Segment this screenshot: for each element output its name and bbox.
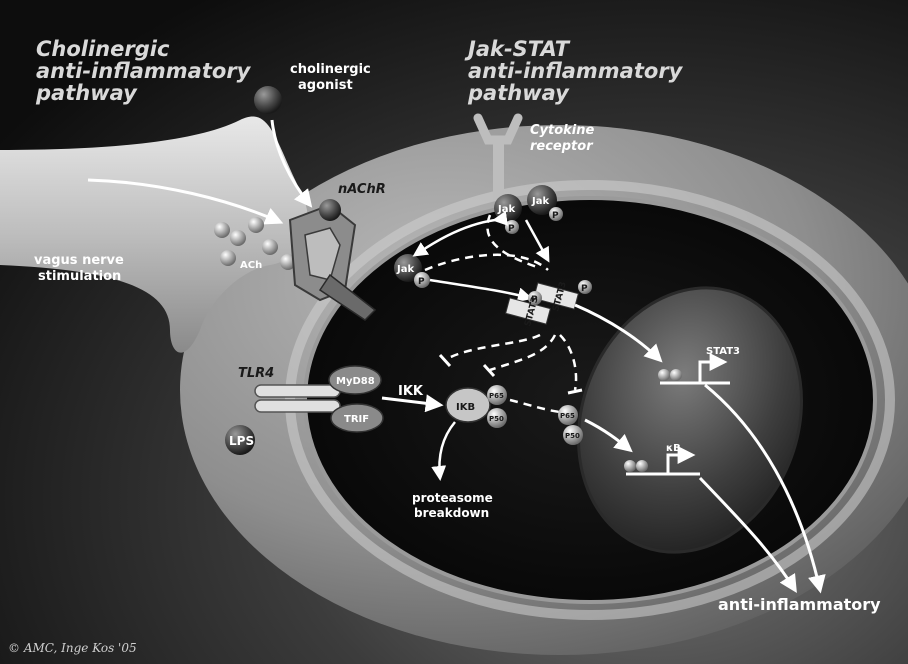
title-jakstat-line3: pathway — [467, 81, 570, 105]
svg-text:anti-inflammatory: anti-inflammatory — [718, 595, 881, 614]
label-nucleus-stat3: STAT3 — [706, 346, 740, 357]
svg-text:vagus nerve: vagus nerve — [34, 253, 124, 268]
svg-text:STAT3: STAT3 — [706, 346, 740, 357]
svg-text:ACh: ACh — [240, 260, 262, 271]
svg-text:pathway: pathway — [35, 81, 138, 105]
label-p-5: P — [581, 284, 588, 294]
label-proteasome-2: breakdown — [414, 506, 489, 520]
svg-text:IKB: IKB — [456, 402, 475, 413]
svg-text:proteasome: proteasome — [412, 491, 493, 505]
label-anti-inflammatory: anti-inflammatory — [718, 595, 881, 614]
label-ikb: IKB — [456, 402, 475, 413]
svg-text:Jak: Jak — [497, 204, 515, 215]
label-cholinergic-agonist-1: cholinergic — [290, 62, 371, 77]
label-proteasome-1: proteasome — [412, 491, 493, 505]
label-cholinergic-agonist-2: agonist — [298, 78, 353, 93]
svg-text:P65: P65 — [560, 412, 575, 420]
svg-text:stimulation: stimulation — [38, 269, 121, 284]
label-tlr4: TLR4 — [238, 366, 274, 381]
label-p50-bound: P50 — [489, 415, 504, 423]
svg-text:anti-inflammatory: anti-inflammatory — [468, 59, 684, 83]
label-p65-free: P65 — [560, 412, 575, 420]
label-p65-bound: P65 — [489, 392, 504, 400]
svg-text:TLR4: TLR4 — [238, 366, 274, 381]
label-jak-top-right: Jak — [531, 196, 549, 207]
svg-text:anti-inflammatory: anti-inflammatory — [36, 59, 252, 83]
label-cytokine-1: Cytokine — [530, 123, 595, 138]
svg-text:TRIF: TRIF — [344, 414, 369, 425]
svg-text:© AMC, Inge Kos '05: © AMC, Inge Kos '05 — [8, 641, 137, 655]
svg-text:P65: P65 — [489, 392, 504, 400]
svg-text:P: P — [552, 211, 559, 221]
title-cholinergic-line3: pathway — [35, 81, 138, 105]
label-jak-top-left: Jak — [497, 204, 515, 215]
svg-text:MyD88: MyD88 — [336, 376, 375, 387]
svg-text:P50: P50 — [489, 415, 504, 423]
svg-text:breakdown: breakdown — [414, 506, 489, 520]
svg-text:agonist: agonist — [298, 78, 353, 93]
label-nachr: nAChR — [338, 182, 386, 197]
label-ach: ACh — [240, 260, 262, 271]
label-nucleus-kb: κB — [666, 443, 681, 454]
label-vagus-2: stimulation — [38, 269, 121, 284]
title-jakstat-line1: Jak-STAT — [464, 37, 571, 61]
label-p50-free: P50 — [565, 432, 580, 440]
label-p-2: P — [552, 211, 559, 221]
svg-text:cholinergic: cholinergic — [290, 62, 371, 77]
svg-text:LPS: LPS — [229, 434, 254, 448]
label-ikk: IKK — [398, 384, 424, 399]
label-trif: TRIF — [344, 414, 369, 425]
title-cholinergic-line1: Cholinergic — [36, 37, 170, 61]
title-jakstat-line2: anti-inflammatory — [468, 59, 684, 83]
cholinergic-agonist-molecule — [254, 86, 282, 114]
svg-text:pathway: pathway — [467, 81, 570, 105]
label-myd88: MyD88 — [336, 376, 375, 387]
svg-text:Cytokine: Cytokine — [530, 123, 595, 138]
title-cholinergic-line2: anti-inflammatory — [36, 59, 252, 83]
svg-text:P50: P50 — [565, 432, 580, 440]
svg-text:Jak: Jak — [396, 264, 414, 275]
svg-text:receptor: receptor — [530, 139, 594, 154]
svg-text:Jak: Jak — [531, 196, 549, 207]
svg-text:nAChR: nAChR — [338, 182, 386, 197]
label-lps: LPS — [229, 434, 254, 448]
label-jak-lower: Jak — [396, 264, 414, 275]
label-p-3: P — [418, 277, 425, 287]
svg-text:P: P — [508, 224, 515, 234]
svg-text:P: P — [581, 284, 588, 294]
svg-text:IKK: IKK — [398, 384, 424, 399]
label-vagus-1: vagus nerve — [34, 253, 124, 268]
svg-text:Jak-STAT: Jak-STAT — [464, 37, 571, 61]
svg-text:P: P — [418, 277, 425, 287]
svg-text:Cholinergic: Cholinergic — [36, 37, 170, 61]
label-cytokine-2: receptor — [530, 139, 594, 154]
copyright-signature: © AMC, Inge Kos '05 — [8, 641, 137, 655]
agonist-bound — [319, 199, 341, 221]
svg-text:κB: κB — [666, 443, 681, 454]
label-p-1: P — [508, 224, 515, 234]
